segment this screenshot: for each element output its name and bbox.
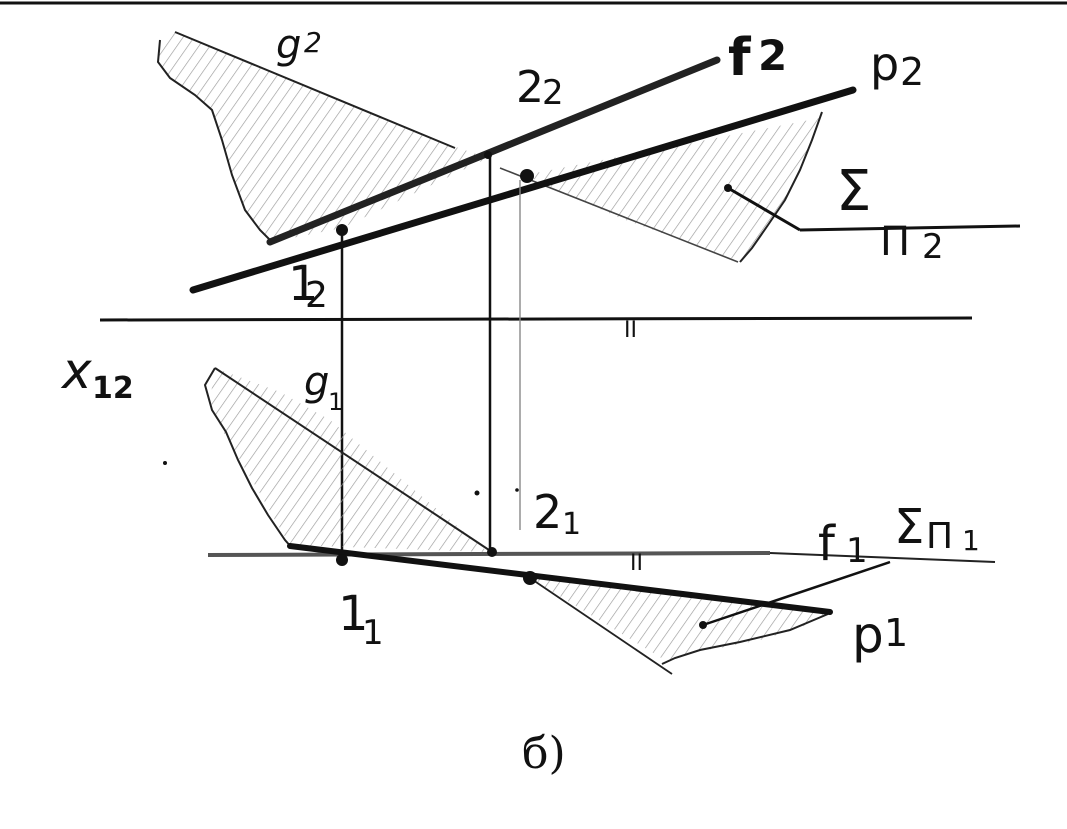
label-axis-x12: x	[60, 342, 92, 400]
plane-sigma-boundary-upper-right	[739, 111, 823, 263]
label-point-2-2: 2	[516, 62, 544, 113]
point-1-2	[336, 224, 348, 236]
line-p1	[287, 543, 833, 615]
label-point-1-1-sub: 1	[362, 613, 384, 653]
label-p1: p	[852, 606, 884, 664]
stray-dot	[163, 461, 167, 465]
label-p2: p	[870, 37, 899, 91]
label-g2: g	[276, 22, 301, 68]
label-point-1-2-sub: 2	[305, 275, 328, 316]
point-k-1	[523, 571, 537, 585]
label-axis-x12-sub: 12	[92, 371, 134, 406]
plane-sigma-region-upper-right	[525, 118, 820, 262]
label-point-2-1-sub: 1	[562, 507, 581, 542]
label-f2: f	[728, 28, 752, 88]
label-point-1-1: 1	[338, 586, 369, 642]
line-g1	[214, 367, 493, 553]
point-k-2	[520, 169, 534, 183]
leader-dot-sigma-p2	[724, 184, 732, 192]
label-f2-sub: 2	[758, 31, 787, 80]
line-f1-tail	[769, 552, 996, 563]
label-parallel-bottom: II	[630, 551, 643, 576]
point-2-1	[487, 547, 497, 557]
axis-x12	[99, 316, 973, 322]
label-sigma-p2: Σ	[836, 159, 871, 224]
label-sigma-p1-sub2: 1	[962, 524, 980, 557]
label-sigma-p1-sub1: П	[926, 516, 953, 557]
plane-sigma-boundary-lower-left	[203, 367, 293, 549]
plane-sigma-region-upper-left	[158, 32, 488, 242]
label-g1-sub: 1	[328, 388, 343, 416]
plane-sigma-boundary-upper-left	[156, 39, 273, 243]
label-parallel-top: II	[624, 318, 637, 343]
plane-sigma-boundary-lower-right	[661, 613, 829, 665]
label-f1: f	[818, 516, 836, 572]
plane-sigma-region-lower-right	[530, 578, 828, 662]
point-1-1	[336, 554, 348, 566]
stray-dot	[515, 488, 519, 492]
line-g1-extension	[529, 577, 673, 675]
label-p1-sub: 1	[884, 611, 908, 655]
label-point-2-2-sub: 2	[542, 73, 564, 113]
plane-sigma-region-lower-left	[210, 368, 488, 552]
line-p2	[189, 86, 857, 294]
label-f1-sub: 1	[846, 531, 868, 571]
stray-dot	[474, 490, 480, 496]
label-sigma-p2-sub2: 2	[922, 227, 944, 267]
label-g1: g	[304, 359, 329, 405]
leader-sigma-p1	[702, 560, 891, 627]
label-p2-sub: 2	[900, 50, 924, 94]
label-point-2-1: 2	[533, 485, 562, 539]
figure-caption: б)	[522, 728, 566, 779]
label-sigma-p1: Σ	[894, 499, 924, 555]
label-g2-sub: 2	[304, 26, 322, 59]
leader-sigma-p2	[727, 186, 801, 232]
line-g2	[174, 31, 456, 149]
label-point-1-2: 1	[288, 256, 319, 312]
leader-dot-sigma-p1	[699, 621, 707, 629]
leader-tail-sigma-p2	[799, 224, 1021, 232]
line-f2	[266, 56, 721, 246]
label-sigma-p2-sub1: П	[880, 219, 910, 265]
